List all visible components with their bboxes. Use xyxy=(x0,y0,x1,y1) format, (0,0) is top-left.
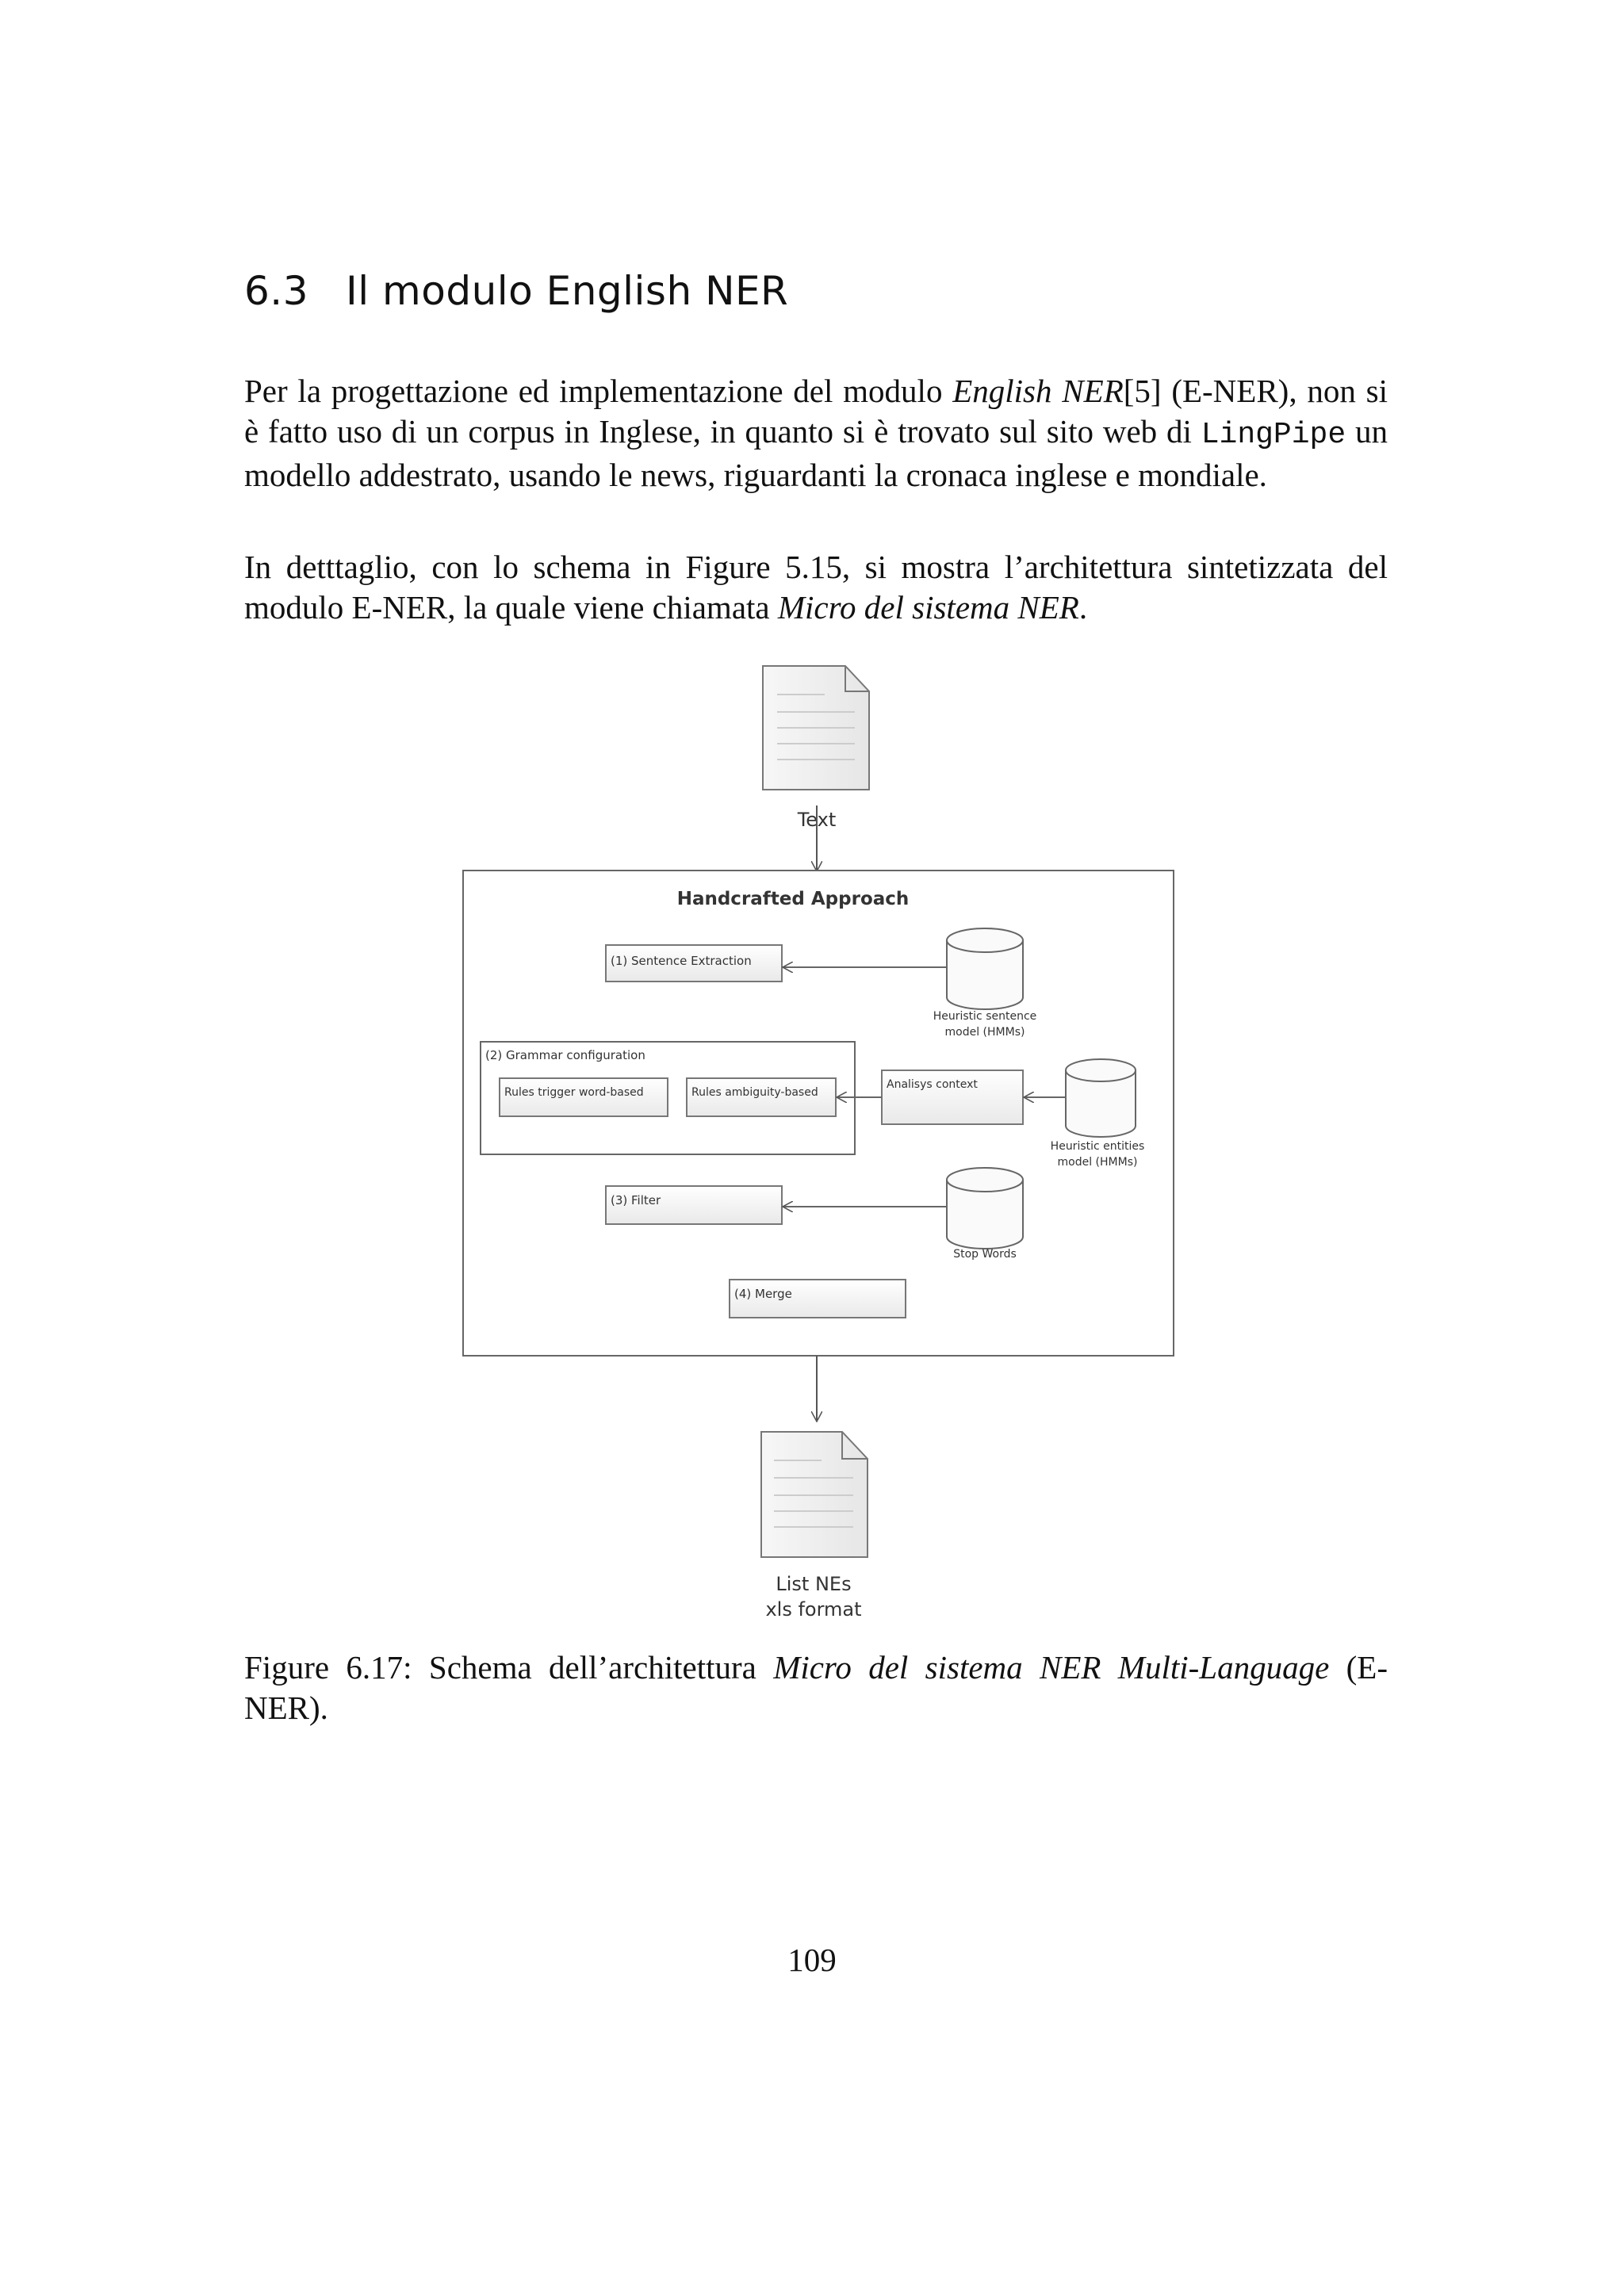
paragraph-1: Per la progettazione ed implementazione … xyxy=(244,371,1388,496)
db1-label-line1: Heuristic sentence xyxy=(933,1010,1037,1023)
merge-box xyxy=(729,1279,906,1318)
figure-caption: Figure 6.17: Schema dell’architettura Mi… xyxy=(244,1647,1388,1728)
paragraph-2-text: In detttaglio, con lo schema in Figure 5… xyxy=(244,549,1388,626)
caption-tail: (E-NER). xyxy=(244,1649,1388,1726)
step3-label: (3) Filter xyxy=(611,1193,661,1207)
caption-emphasis: Micro del sistema NER Multi-Language xyxy=(773,1649,1330,1686)
sentence-extraction-box xyxy=(605,944,783,982)
output-label-line1: List NEs xyxy=(776,1573,851,1595)
rule2-label: Rules ambiguity-based xyxy=(691,1086,818,1099)
db1-label-line2: model (HMMs) xyxy=(945,1026,1025,1039)
heuristic-entities-db-icon xyxy=(1065,1058,1136,1138)
section-heading: 6.3 Il modulo English NER xyxy=(244,268,788,314)
rule1-label: Rules trigger word-based xyxy=(504,1086,644,1099)
caption-text: Figure 6.17: Schema dell’architettura xyxy=(244,1649,774,1686)
text-document-icon xyxy=(762,665,870,790)
context-label: Analisys context xyxy=(887,1078,978,1091)
paragraph-1-tail: un modello addestrato, usando le news, r… xyxy=(244,413,1388,493)
paragraph-1-text: Per la progettazione ed implementazione … xyxy=(244,373,953,409)
page-number: 109 xyxy=(787,1942,837,1978)
stop-words-db-icon xyxy=(946,1167,1024,1249)
db2-label-line1: Heuristic entities xyxy=(1051,1140,1145,1153)
paragraph-2-tail: . xyxy=(1078,589,1088,626)
section-title: Il modulo English NER xyxy=(346,268,789,314)
step4-label: (4) Merge xyxy=(734,1287,792,1301)
paragraph-1-emphasis: English NER xyxy=(952,373,1124,409)
db2-label-line2: model (HMMs) xyxy=(1058,1156,1138,1169)
container-title: Handcrafted Approach xyxy=(677,889,910,909)
rules-trigger-box xyxy=(499,1077,668,1117)
db3-label: Stop Words xyxy=(953,1248,1017,1261)
step1-label: (1) Sentence Extraction xyxy=(611,954,752,968)
group2-label: (2) Grammar configuration xyxy=(485,1048,645,1062)
paragraph-1-text-cont: [5] (E-NER), non si è fatto uso di un co… xyxy=(244,373,1388,450)
section-number: 6.3 xyxy=(244,268,309,314)
lingpipe-code: LingPipe xyxy=(1201,418,1346,452)
output-label-line2: xls format xyxy=(765,1598,861,1621)
output-document-icon xyxy=(760,1431,868,1558)
paragraph-2: In detttaglio, con lo schema in Figure 5… xyxy=(244,547,1388,628)
rules-ambiguity-box xyxy=(686,1077,837,1117)
heuristic-sentence-db-icon xyxy=(946,928,1024,1010)
paragraph-2-emphasis: Micro del sistema NER xyxy=(777,589,1079,626)
